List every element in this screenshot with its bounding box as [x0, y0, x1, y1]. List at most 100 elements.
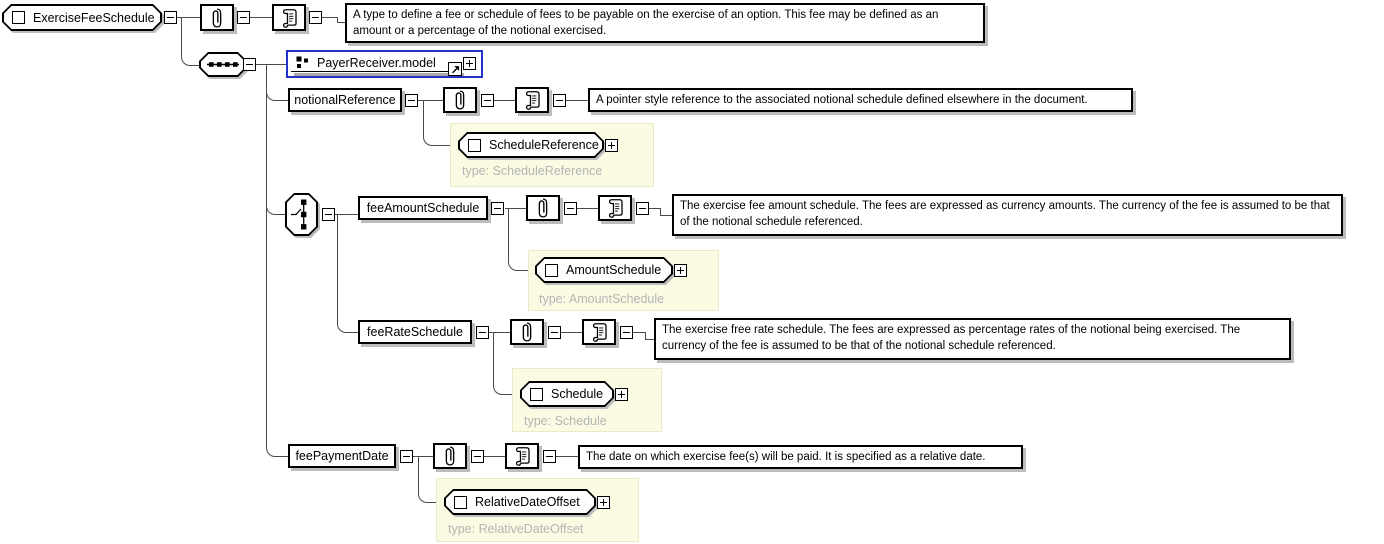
- expand-button[interactable]: [674, 264, 687, 277]
- connector: [337, 324, 350, 333]
- collapse-button-choice[interactable]: [322, 208, 335, 221]
- attributes-node[interactable]: [443, 87, 477, 113]
- octagon-fill: [537, 259, 671, 281]
- connector: [660, 208, 661, 215]
- documentation-node[interactable]: [272, 4, 306, 31]
- attributes-node[interactable]: [433, 443, 467, 469]
- connector: [556, 456, 578, 457]
- connector: [566, 100, 588, 101]
- connector: [250, 17, 272, 18]
- collapse-button[interactable]: [548, 326, 561, 339]
- type-node-relativedateoffset[interactable]: RelativeDateOffset: [444, 489, 596, 515]
- collapse-button[interactable]: [564, 202, 577, 215]
- connector: [282, 456, 288, 457]
- octagon-fill: [446, 491, 594, 513]
- collapse-button[interactable]: [476, 326, 489, 339]
- type-node-schedulereference[interactable]: ScheduleReference: [458, 132, 604, 158]
- annotation-root: A type to define a fee or schedule of fe…: [345, 3, 985, 43]
- root-type-label: ExerciseFeeSchedule: [33, 10, 155, 25]
- element-node-feerateschedule[interactable]: feeRateSchedule: [358, 320, 472, 344]
- collapse-button[interactable]: [543, 450, 556, 463]
- annotation-text: The exercise free rate schedule. The fee…: [662, 324, 1241, 352]
- type-node-schedule[interactable]: Schedule: [520, 381, 614, 407]
- annotation-text: The exercise fee amount schedule. The fe…: [680, 200, 1330, 228]
- collapse-button-documentation[interactable]: [309, 11, 322, 24]
- connector: [322, 17, 337, 18]
- complex-type-icon: [454, 495, 467, 509]
- octagon-fill: [4, 6, 160, 29]
- connector: [633, 332, 645, 333]
- attributes-node[interactable]: [526, 195, 560, 221]
- connector: [423, 137, 436, 146]
- scroll-icon: [608, 199, 623, 218]
- expand-button[interactable]: [605, 139, 618, 152]
- choice-icon: [291, 199, 307, 230]
- connector: [418, 494, 431, 503]
- collapse-button[interactable]: [400, 450, 413, 463]
- annotation-notionalreference: A pointer style reference to the associa…: [588, 88, 1133, 112]
- link-arrow-icon: [451, 65, 459, 73]
- connector: [493, 332, 494, 386]
- type-node-amountschedule[interactable]: AmountSchedule: [535, 257, 673, 283]
- annotation-feepaymentdate: The date on which exercise fee(s) will b…: [578, 445, 1023, 469]
- collapse-button[interactable]: [491, 202, 504, 215]
- connector: [435, 145, 458, 146]
- scroll-icon: [282, 8, 297, 28]
- attributes-node[interactable]: [510, 319, 544, 345]
- element-node-notionalreference[interactable]: notionalReference: [288, 88, 402, 112]
- attributes-node[interactable]: [200, 4, 234, 31]
- connector: [645, 332, 646, 339]
- collapse-button[interactable]: [405, 94, 418, 107]
- connector: [645, 339, 654, 340]
- documentation-node[interactable]: [515, 87, 549, 113]
- collapse-button-sequence[interactable]: [243, 58, 256, 71]
- documentation-node[interactable]: [505, 443, 539, 469]
- sequence-compositor-node[interactable]: [199, 52, 247, 77]
- root-type-node[interactable]: ExerciseFeeSchedule: [2, 4, 162, 31]
- type-label: RelativeDateOffset: [475, 495, 580, 509]
- collapse-button[interactable]: [471, 450, 484, 463]
- connector: [266, 441, 283, 457]
- connector: [266, 64, 267, 441]
- complex-type-icon: [12, 11, 25, 24]
- paperclip-icon: [212, 7, 222, 28]
- connector: [181, 49, 200, 66]
- sequence-icon: [207, 62, 239, 67]
- connector: [278, 100, 288, 101]
- connector: [649, 208, 660, 209]
- collapse-button-attributes[interactable]: [237, 11, 250, 24]
- connector: [508, 262, 521, 271]
- choice-compositor-node[interactable]: [285, 193, 318, 236]
- scroll-icon: [525, 91, 540, 110]
- element-label: feeRateSchedule: [367, 325, 463, 339]
- element-node-feeamountschedule[interactable]: feeAmountSchedule: [358, 196, 488, 220]
- reference-link-button[interactable]: [448, 62, 462, 76]
- collapse-button[interactable]: [481, 94, 494, 107]
- paperclip-icon: [455, 90, 465, 110]
- collapse-button[interactable]: [620, 326, 633, 339]
- annotation-feerateschedule: The exercise free rate schedule. The fee…: [654, 318, 1291, 360]
- documentation-node[interactable]: [582, 319, 616, 345]
- collapse-button[interactable]: [636, 202, 649, 215]
- element-label: feeAmountSchedule: [366, 201, 480, 215]
- collapse-button-root[interactable]: [164, 11, 177, 24]
- expand-button-model-group[interactable]: [463, 57, 476, 70]
- element-label: feePaymentDate: [295, 449, 389, 463]
- type-caption: type: AmountSchedule: [539, 292, 665, 306]
- expand-button[interactable]: [597, 496, 610, 509]
- connector: [266, 92, 279, 101]
- collapse-button[interactable]: [553, 94, 566, 107]
- element-node-feepaymentdate[interactable]: feePaymentDate: [288, 444, 396, 468]
- model-group-inner-shadow: [294, 73, 464, 76]
- connector: [418, 100, 443, 101]
- complex-type-icon: [545, 263, 558, 277]
- connector: [489, 332, 510, 333]
- connector: [177, 17, 200, 18]
- connector: [493, 386, 506, 395]
- connector: [494, 100, 515, 101]
- expand-button[interactable]: [615, 388, 628, 401]
- model-group-icon: [296, 56, 308, 68]
- documentation-node[interactable]: [598, 195, 632, 221]
- connector: [660, 215, 672, 216]
